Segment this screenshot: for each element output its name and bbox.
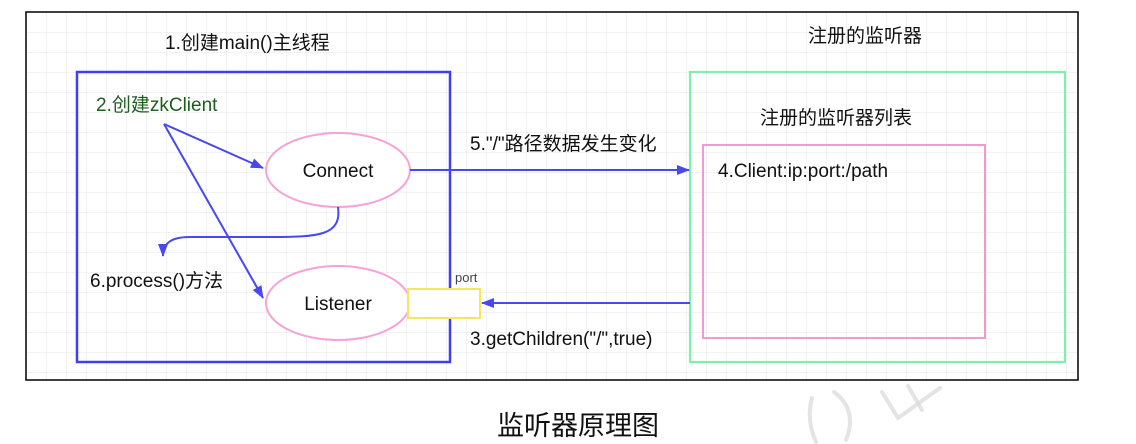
watermark-stroke	[832, 390, 852, 442]
zkclient-label: 2.创建zkClient	[96, 94, 218, 116]
arrow-client-to-connect	[163, 123, 264, 169]
data-change-label: 5."/"路径数据发生变化	[470, 133, 657, 155]
diagram-frame	[25, 11, 1079, 381]
diagram-caption: 监听器原理图	[497, 411, 659, 441]
arrow-connect-to-process	[158, 206, 340, 257]
watermark-stroke	[880, 386, 942, 421]
listener-registry-box	[688, 70, 1067, 364]
listener-list-title: 注册的监听器列表	[760, 107, 912, 129]
get-children-label: 3.getChildren("/",true)	[470, 329, 652, 350]
port-box	[407, 288, 481, 319]
listener-list-box	[702, 144, 986, 339]
registry-title: 注册的监听器	[808, 25, 922, 47]
port-label: port	[455, 270, 478, 285]
listener-label: Listener	[304, 294, 372, 315]
listener-list-entry: 4.Client:ip:port:/path	[718, 161, 888, 182]
connect-label: Connect	[303, 161, 374, 182]
process-method-label: 6.process()方法	[90, 270, 223, 292]
arrow-client-to-listener	[163, 123, 264, 299]
watermark-stroke	[906, 384, 924, 412]
main-thread-title: 1.创建main()主线程	[165, 32, 330, 54]
watermark	[807, 384, 942, 444]
watermark-stroke	[807, 396, 818, 444]
main-thread-box	[75, 70, 452, 364]
